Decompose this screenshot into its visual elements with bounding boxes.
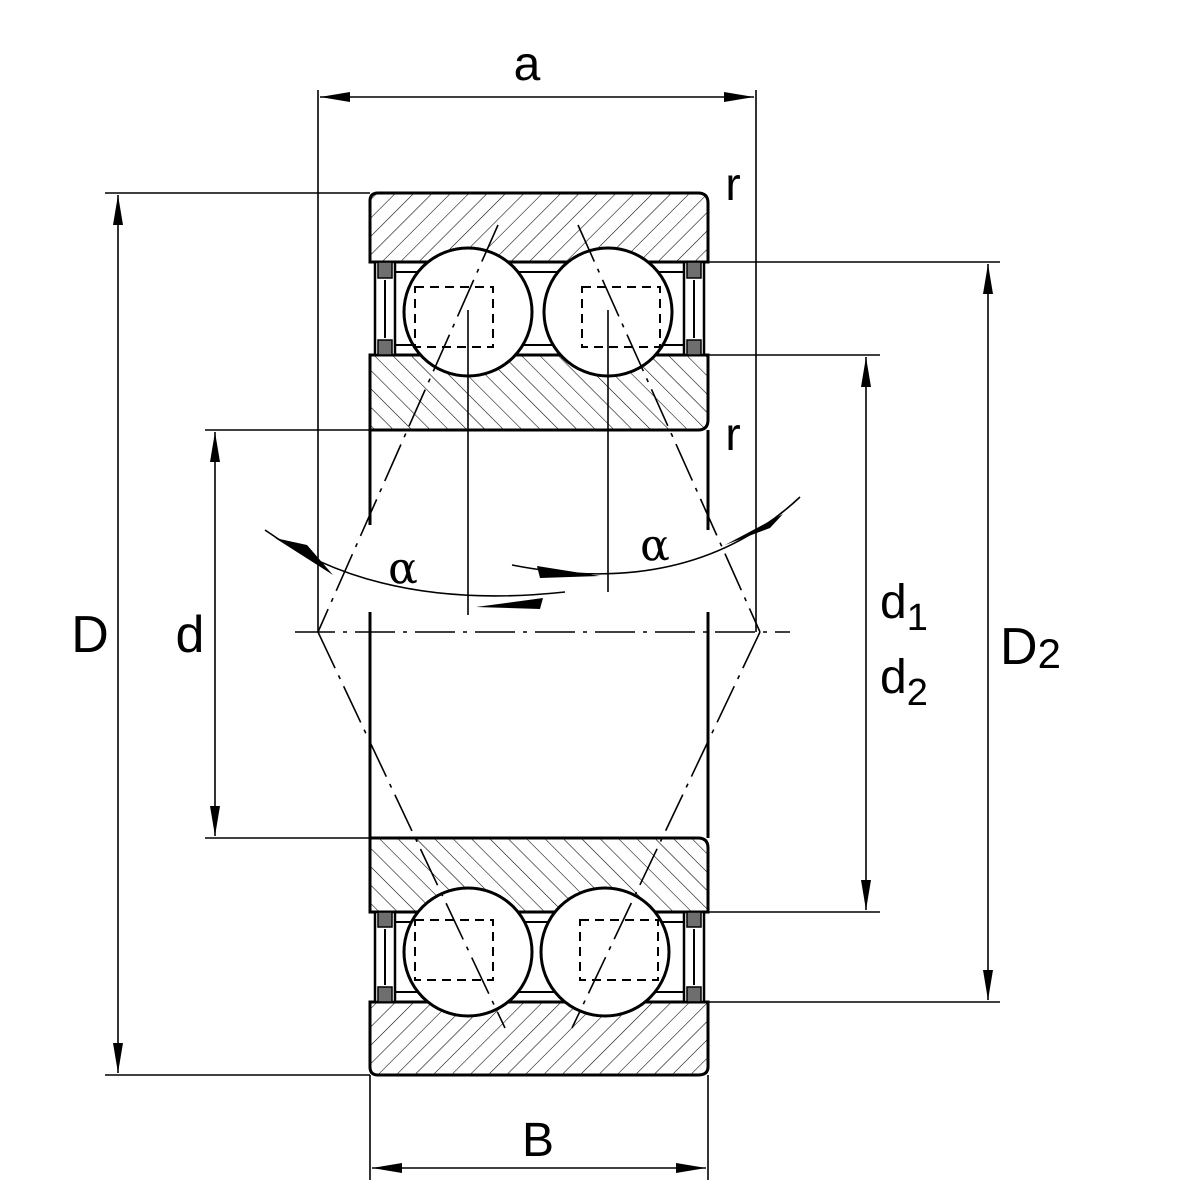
ball-bottom-right [539, 886, 671, 1018]
label-a: a [514, 38, 541, 91]
label-d2-sub: 2 [907, 672, 928, 714]
dim-d [205, 429, 370, 839]
outer-ring-top [368, 191, 710, 264]
label-d1: d1 [880, 576, 928, 639]
label-B: B [522, 1114, 554, 1167]
dim-d1 [708, 354, 880, 913]
alpha-arcs [264, 496, 801, 597]
bore-lines [368, 430, 710, 838]
label-D2: D2 [1000, 618, 1061, 677]
label-d: d [176, 606, 205, 664]
label-D: D [71, 606, 109, 664]
label-alpha-left: α [388, 543, 418, 594]
alpha-arrowheads [275, 514, 783, 609]
label-D2-base: D [1000, 618, 1038, 676]
label-d2-base: d [880, 651, 907, 704]
seal-left-top [373, 260, 397, 357]
label-r-mid: r [725, 408, 740, 460]
bottom-section [368, 836, 710, 1077]
dim-D [105, 192, 370, 1076]
ball-bottom-left [402, 886, 534, 1018]
label-d1-sub: 1 [907, 597, 928, 639]
label-D2-sub: 2 [1038, 630, 1061, 677]
label-alpha-right: α [640, 520, 670, 571]
top-section [368, 191, 710, 432]
dim-D2 [708, 261, 1000, 1003]
label-d1-base: d [880, 576, 907, 629]
seal-right-bottom [682, 910, 706, 1004]
label-r-top: r [725, 158, 740, 210]
label-d2: d2 [880, 651, 928, 714]
inner-ring-top [368, 353, 710, 432]
centerlines [295, 224, 790, 1029]
seal-right-top [682, 260, 706, 357]
dim-B [369, 1075, 709, 1180]
dim-a [317, 90, 757, 632]
seal-left-bottom [373, 910, 397, 1004]
outer-ring-bottom [368, 1000, 710, 1077]
